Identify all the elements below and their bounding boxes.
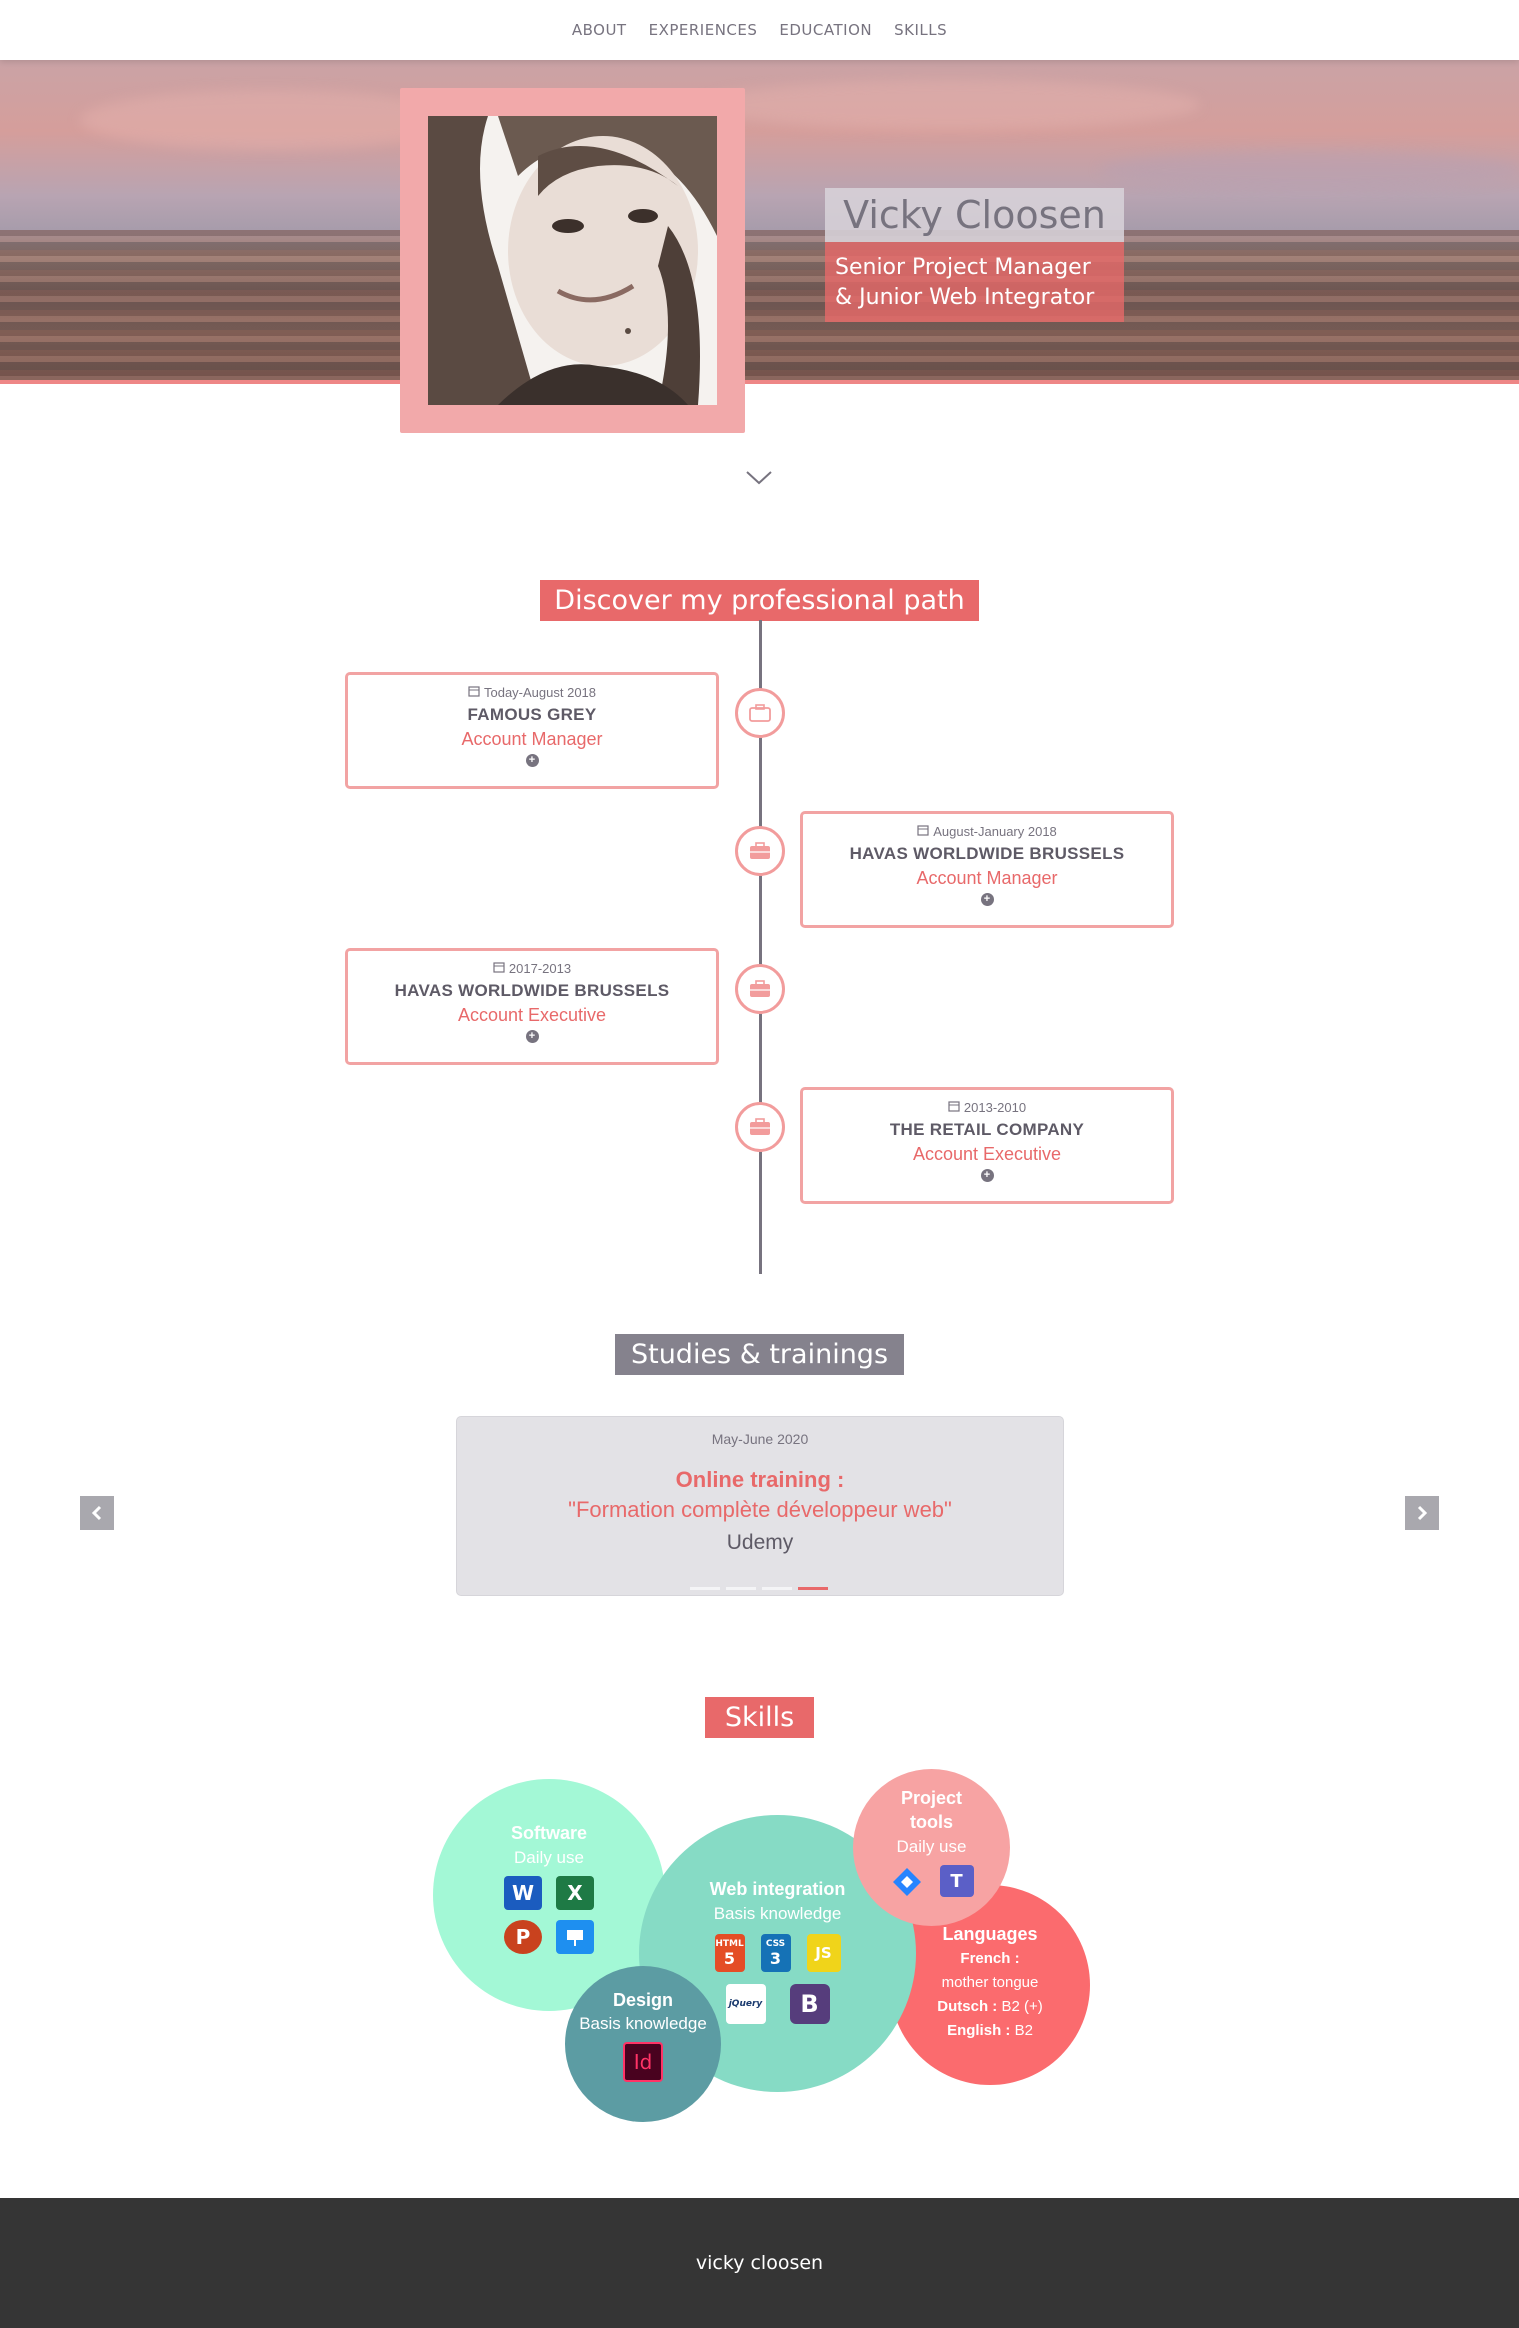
study-date: May-June 2020 bbox=[711, 1431, 809, 1447]
chevron-left-icon bbox=[91, 1505, 102, 1521]
skill-web-title: Web integration bbox=[709, 1879, 846, 1899]
skill-software-level: Daily use bbox=[514, 1848, 584, 1867]
teams-icon: T bbox=[939, 1865, 974, 1897]
timeline-date: August-January 2018 bbox=[933, 824, 1057, 839]
carousel-next-button[interactable] bbox=[1405, 1496, 1439, 1530]
carousel-prev-button[interactable] bbox=[80, 1496, 114, 1530]
lang-french-value: mother tongue bbox=[941, 1974, 1039, 1991]
skill-bubble-project: Project tools Daily use T bbox=[853, 1769, 1010, 1926]
calendar-icon bbox=[493, 961, 505, 976]
chevron-down-icon[interactable] bbox=[744, 466, 774, 488]
skill-web-level: Basis knowledge bbox=[713, 1904, 842, 1923]
nav-about[interactable]: ABOUT bbox=[571, 21, 627, 39]
study-subtitle: "Formation complète développeur web" bbox=[568, 1497, 952, 1522]
lang-english-label: English : bbox=[947, 2022, 1011, 2039]
expand-plus-icon[interactable]: + bbox=[980, 1169, 994, 1182]
timeline-company: FAMOUS GREY bbox=[467, 705, 597, 724]
nav-skills[interactable]: SKILLS bbox=[894, 21, 948, 39]
lang-english-value: B2 bbox=[1014, 2022, 1033, 2039]
html5-label: HTML bbox=[715, 1938, 744, 1949]
skill-bubble-software: Software Daily use W X P bbox=[433, 1779, 665, 2011]
briefcase-icon bbox=[735, 1102, 785, 1152]
word-icon: W bbox=[504, 1876, 542, 1910]
carousel-indicators bbox=[690, 1587, 828, 1590]
hero-banner bbox=[0, 60, 1519, 384]
skill-project-level: Daily use bbox=[896, 1837, 967, 1856]
calendar-icon bbox=[917, 824, 929, 839]
jquery-icon: jQuery bbox=[725, 1984, 766, 2024]
skill-design-title: Design bbox=[612, 1990, 673, 2010]
lang-dutch-label: Dutsch : bbox=[937, 1998, 998, 2015]
timeline-date: 2013-2010 bbox=[963, 1100, 1027, 1115]
calendar-icon bbox=[948, 1100, 960, 1115]
skill-languages-title: Languages bbox=[942, 1924, 1038, 1944]
timeline-card: 2013-2010 THE RETAIL COMPANY Account Exe… bbox=[800, 1087, 1174, 1204]
studies-heading: Studies & trainings bbox=[615, 1334, 904, 1375]
timeline-company: HAVAS WORLDWIDE BRUSSELS bbox=[849, 844, 1125, 863]
timeline-card: 2017-2013 HAVAS WORLDWIDE BRUSSELS Accou… bbox=[345, 948, 719, 1065]
briefcase-icon bbox=[735, 826, 785, 876]
carousel-indicator[interactable] bbox=[690, 1587, 720, 1590]
skill-software-title: Software bbox=[510, 1823, 588, 1843]
timeline-role: Account Executive bbox=[912, 1144, 1062, 1164]
timeline-card: August-January 2018 HAVAS WORLDWIDE BRUS… bbox=[800, 811, 1174, 928]
indesign-icon: Id bbox=[623, 2042, 663, 2082]
expand-plus-icon[interactable]: + bbox=[525, 1030, 539, 1043]
timeline-card: Today-August 2018 FAMOUS GREY Account Ma… bbox=[345, 672, 719, 789]
study-institution: Udemy bbox=[726, 1531, 794, 1554]
excel-icon: X bbox=[556, 1876, 594, 1910]
javascript-icon: JS bbox=[806, 1934, 841, 1972]
briefcase-icon bbox=[735, 688, 785, 738]
hero-title-line1: Senior Project Manager bbox=[835, 255, 1091, 280]
hero-divider bbox=[0, 380, 1519, 384]
footer-text: vicky cloosen bbox=[695, 2252, 824, 2274]
css3-label: CSS bbox=[765, 1938, 786, 1949]
chevron-right-icon bbox=[1417, 1505, 1428, 1521]
timeline-company: THE RETAIL COMPANY bbox=[889, 1120, 1085, 1139]
jira-icon bbox=[890, 1865, 924, 1904]
skill-design-level: Basis knowledge bbox=[579, 2014, 707, 2033]
footer: vicky cloosen bbox=[0, 2198, 1519, 2328]
top-nav: ABOUT EXPERIENCES EDUCATION SKILLS bbox=[0, 0, 1519, 60]
timeline-role: Account Manager bbox=[916, 868, 1058, 888]
lang-dutch-value: B2 (+) bbox=[1001, 1998, 1043, 2015]
lang-french-label: French : bbox=[960, 1950, 1020, 1967]
studies-carousel: May-June 2020 Online training : "Formati… bbox=[456, 1416, 1064, 1596]
carousel-indicator-active[interactable] bbox=[798, 1587, 828, 1590]
profile-photo-frame bbox=[400, 88, 745, 433]
timeline-role: Account Manager bbox=[461, 729, 603, 749]
timeline-company: HAVAS WORLDWIDE BRUSSELS bbox=[394, 981, 670, 1000]
briefcase-icon bbox=[735, 964, 785, 1014]
calendar-icon bbox=[468, 685, 480, 700]
skill-project-title-line2: tools bbox=[910, 1812, 953, 1832]
profile-photo bbox=[428, 116, 717, 405]
timeline-date: 2017-2013 bbox=[508, 961, 572, 976]
bootstrap-icon: B bbox=[789, 1984, 830, 2024]
keynote-icon bbox=[556, 1920, 594, 1954]
carousel-indicator[interactable] bbox=[762, 1587, 792, 1590]
expand-plus-icon[interactable]: + bbox=[980, 893, 994, 906]
hero-title: Senior Project Manager & Junior Web Inte… bbox=[825, 242, 1124, 322]
timeline-line bbox=[759, 620, 762, 1274]
carousel-indicator[interactable] bbox=[726, 1587, 756, 1590]
skill-bubble-design: Design Basis knowledge Id bbox=[565, 1966, 721, 2122]
hero-name: Vicky Cloosen bbox=[825, 188, 1124, 242]
hero-title-line2: & Junior Web Integrator bbox=[835, 285, 1095, 310]
skill-project-title-line1: Project bbox=[900, 1788, 963, 1808]
experience-heading: Discover my professional path bbox=[540, 580, 979, 621]
powerpoint-icon: P bbox=[504, 1920, 542, 1954]
expand-plus-icon[interactable]: + bbox=[525, 754, 539, 767]
timeline-date: Today-August 2018 bbox=[483, 685, 597, 700]
skills-heading: Skills bbox=[705, 1697, 814, 1738]
nav-experiences[interactable]: EXPERIENCES bbox=[648, 21, 758, 39]
timeline-role: Account Executive bbox=[457, 1005, 607, 1025]
study-title: Online training : bbox=[675, 1467, 845, 1492]
nav-education[interactable]: EDUCATION bbox=[779, 21, 873, 39]
